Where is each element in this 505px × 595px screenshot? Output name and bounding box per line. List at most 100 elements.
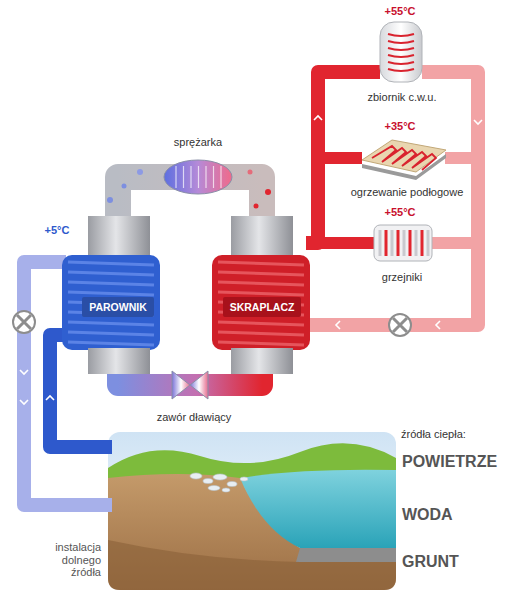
hot-water-tank-icon [388,34,414,71]
pump-symbol [13,311,35,333]
hot-water-tank-icon [388,41,414,43]
compressor-symbol [220,166,221,188]
ground-illustration [190,473,202,479]
flow-chevrons [336,321,340,329]
ground-illustration [203,479,213,484]
ground-illustration [208,486,220,491]
ground-illustration [222,488,230,492]
ground-illustration [240,477,248,481]
expansion-valve-symbol [172,371,190,399]
hot-water-tank-icon [380,22,422,82]
radiator-icon [427,230,430,256]
condenser-body [212,216,310,374]
pump-symbol [393,318,407,332]
evaporator-body [68,342,154,345]
evaporator-body [68,292,154,295]
compressor-symbol [213,166,214,188]
compressor-symbol [205,166,206,188]
compressor-symbol [164,160,232,194]
ground-illustration [227,482,237,487]
label-text: POWIETRZE [402,453,497,471]
refrigerant-dots [107,197,113,203]
radiator-icon [391,230,394,256]
hot-water-tank-icon [388,34,414,36]
evaporator-body [68,272,154,275]
evaporator-box: PAROWNIK [82,297,154,318]
flow-chevrons [20,370,28,374]
hot-water-tank-icon [380,22,422,82]
refrigerant-dots [122,184,127,189]
condenser-body [231,348,293,374]
label-text: WODA [402,506,453,524]
radiator-icon [421,230,424,256]
condenser-body [218,332,304,335]
condenser-body [218,282,304,285]
radiator-icon [379,230,382,256]
expansion-valve-symbol [190,371,208,399]
heating-pipes [318,237,374,249]
compressor-symbol [183,166,184,188]
radiator-icon [385,230,388,256]
condenser-body [218,262,304,265]
ground-illustration [296,548,396,562]
radiator-icon [374,225,432,261]
node-title: PAROWNIK [89,301,147,313]
floor-heating-icon [362,154,446,180]
evaporator-body [68,282,154,285]
evaporator-body [68,262,154,345]
ground-illustration [213,474,227,480]
caption-text: ogrzewanie podłogowe [351,186,464,199]
ground-illustration [240,470,396,548]
heating-pipes [306,72,478,325]
heating-pipes [445,152,478,164]
evaporator-body [68,332,154,335]
ground-illustration [108,432,396,590]
flow-chevrons [436,321,440,329]
radiator-icon [380,230,428,256]
heating-pipes [306,72,478,325]
source-caption: instalacja dolnego źródła [37,541,101,579]
radiator-icon [415,230,418,256]
hot-water-tank-icon [388,48,414,50]
caption-text: zawór dławiący [157,411,232,424]
flow-chevrons [474,120,482,124]
radiator-icon [374,225,432,261]
refrigerant-dots [265,189,271,195]
hot-water-tank-icon [388,55,414,57]
evaporator-body [88,348,150,374]
refrigerant-dots [137,169,143,175]
compressor-symbol [190,166,191,188]
compressor-symbol [198,166,199,188]
label-text: +5°C [45,224,70,237]
condenser-body [212,255,310,350]
hot-water-tank-icon [388,62,414,64]
caption-text: zbiornik c.w.u. [367,91,436,104]
flow-chevrons [20,400,28,404]
floor-heating-icon [372,146,436,170]
ground-illustration [108,432,396,590]
heating-pipes [432,237,478,249]
condenser-box: SKRAPLACZ [223,297,302,318]
radiator-icon [397,230,400,256]
flow-chevrons [20,116,482,404]
caption-text: sprężarka [174,136,222,149]
label-text: +55°C [384,206,415,219]
refrigerant-dots [248,170,253,175]
floor-heating-icon [362,140,446,180]
pump-symbol [13,311,411,336]
hot-water-tank-icon [388,69,414,71]
label-text: +55°C [384,5,415,18]
radiator-icon [409,230,412,256]
condenser-body [218,322,304,325]
compressor-symbol [176,166,221,188]
label-text: +35°C [384,120,415,133]
label-text: GRUNT [402,553,459,571]
compressor-symbol [164,160,232,194]
ground-illustration [108,540,396,590]
flow-chevrons [314,116,322,120]
pump-symbol [389,314,411,336]
expansion-valve-symbol [172,371,208,399]
caption-text: grzejniki [382,271,422,284]
evaporator-body [62,255,160,350]
